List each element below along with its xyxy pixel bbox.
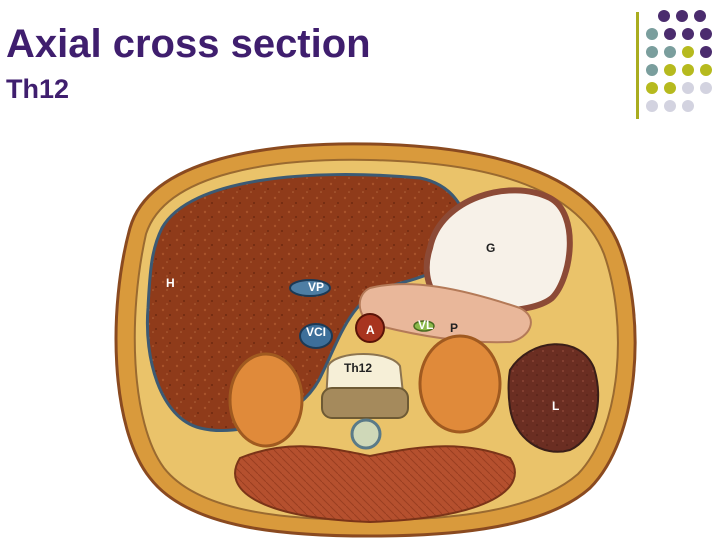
spleen — [507, 343, 600, 453]
back-muscles — [234, 445, 516, 524]
decorative-dot — [700, 82, 712, 94]
vena-cava — [299, 323, 333, 349]
decorative-dot — [682, 28, 694, 40]
decorative-dot — [700, 28, 712, 40]
label-splenic-vessel: VL — [418, 318, 433, 332]
decorative-dot — [676, 10, 688, 22]
decorative-dot — [694, 10, 706, 22]
label-pancreas: P — [450, 321, 458, 335]
decorative-dot-grid — [646, 10, 712, 112]
label-vena-cava: VCI — [306, 325, 326, 339]
decorative-dot — [646, 46, 658, 58]
label-liver: H — [166, 276, 175, 290]
decorative-dot — [664, 64, 676, 76]
decorative-dot — [664, 82, 676, 94]
left-kidney — [418, 334, 502, 434]
accent-divider-line — [636, 12, 639, 119]
portal-vein — [289, 279, 331, 297]
decorative-dot — [646, 64, 658, 76]
decorative-dot — [664, 46, 676, 58]
decorative-dot — [646, 82, 658, 94]
label-portal-vein: VP — [308, 280, 324, 294]
decorative-dot — [682, 82, 694, 94]
spinal-canal — [350, 418, 382, 450]
decorative-dot — [682, 100, 694, 112]
decorative-dot — [664, 28, 676, 40]
decorative-dot — [646, 28, 658, 40]
liver — [145, 173, 468, 433]
slide-title: Axial cross section — [6, 22, 371, 66]
axial-section-illustration: H VP VCI A VL P G Th12 L — [114, 142, 637, 538]
label-spleen: L — [552, 399, 559, 413]
slide-subtitle: Th12 — [6, 74, 70, 104]
decorative-dot — [658, 10, 670, 22]
label-stomach: G — [486, 241, 495, 255]
splenic-vessel — [413, 320, 435, 332]
decorative-dot — [700, 64, 712, 76]
decorative-dot — [682, 46, 694, 58]
vertebral-bone — [321, 387, 409, 419]
decorative-dot — [682, 64, 694, 76]
label-aorta: A — [366, 323, 375, 337]
decorative-dot — [664, 100, 676, 112]
aorta — [355, 313, 385, 343]
decorative-dot — [700, 46, 712, 58]
decorative-dot — [646, 100, 658, 112]
right-kidney — [228, 352, 304, 448]
label-vertebra: Th12 — [344, 361, 372, 375]
